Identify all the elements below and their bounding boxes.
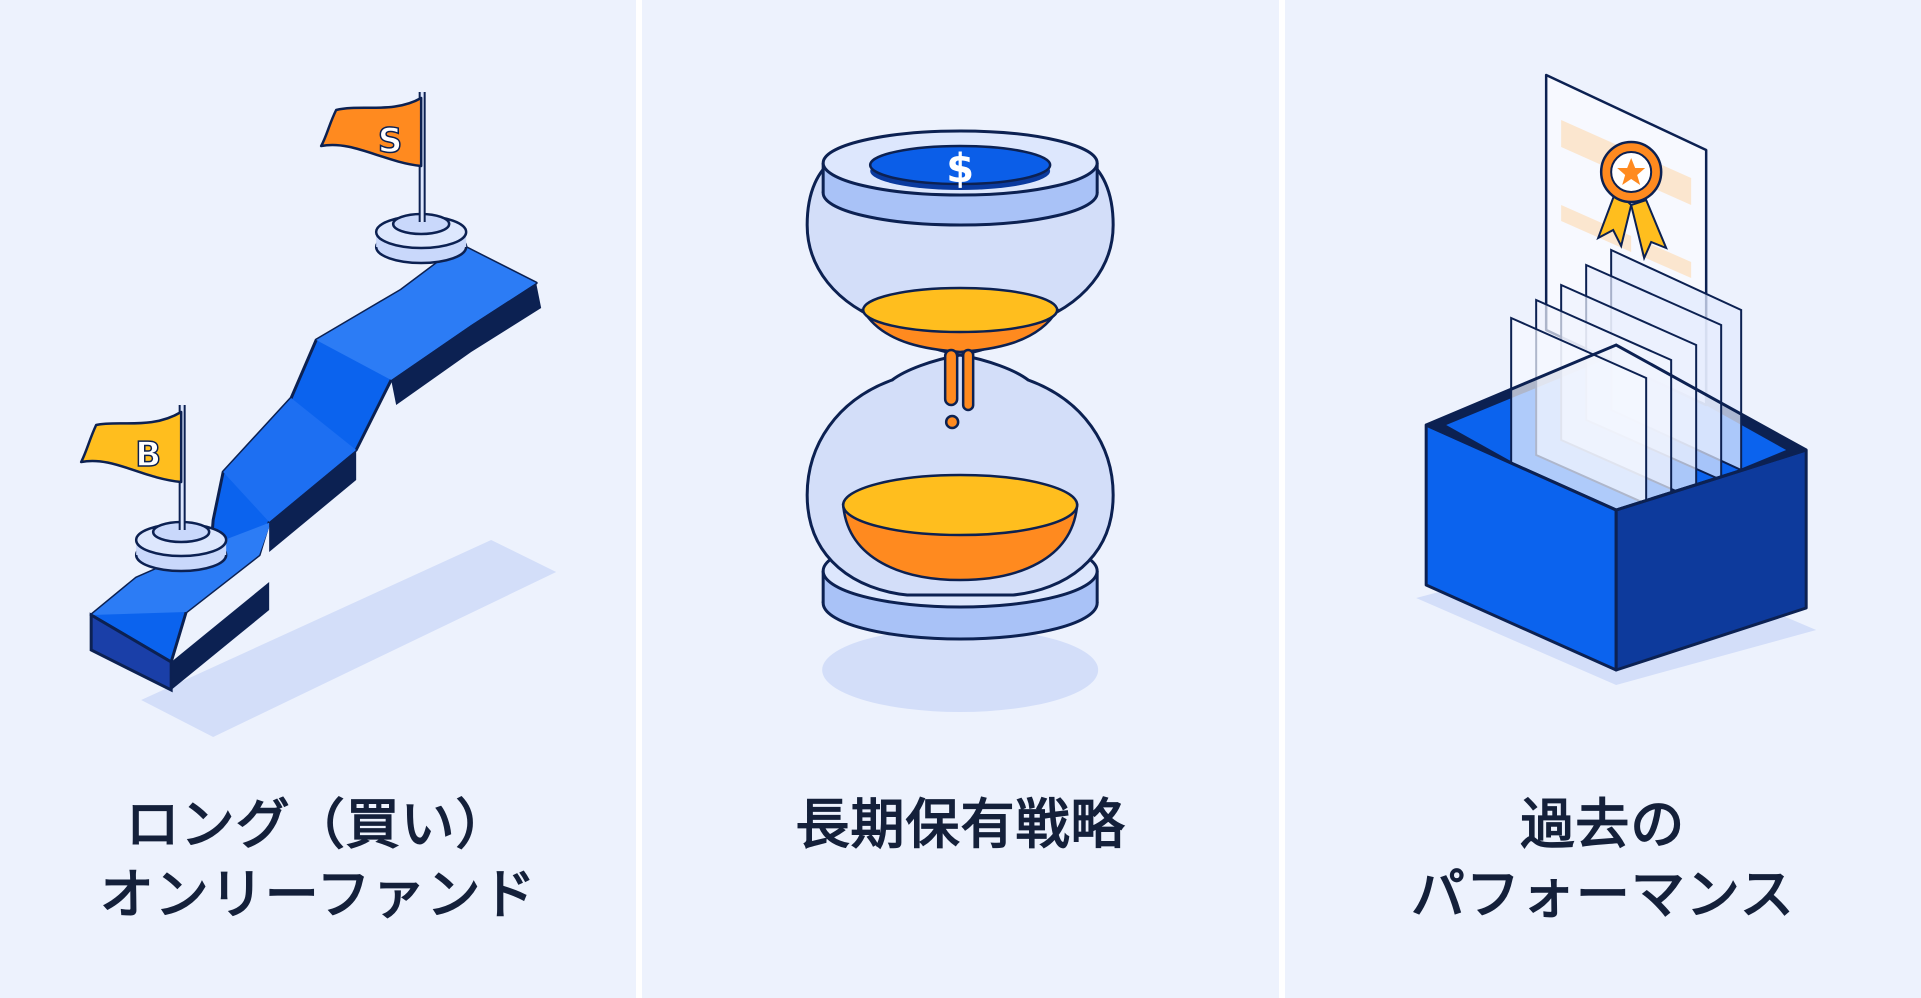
hourglass-icon: $ (805, 129, 1115, 712)
panel-long-term-strategy: $ 長期保有戦略 (642, 0, 1279, 998)
caption-line: オンリーファンド (99, 863, 537, 926)
caption-line: 過去の (1520, 793, 1686, 856)
flag-b-letter: B (135, 435, 161, 475)
caption-past-performance: 過去の パフォーマンス (1285, 790, 1921, 930)
panel-past-performance: 過去の パフォーマンス (1284, 0, 1921, 998)
caption-line: 長期保有戦略 (795, 793, 1126, 856)
caption-long-term-strategy: 長期保有戦略 (642, 790, 1278, 860)
certificate-box-icon (1415, 73, 1816, 685)
panel-long-only-fund: B S ロング（買い） オンリーファンド (0, 0, 637, 998)
caption-line: ロング（買い） (125, 793, 511, 856)
dollar-coin-icon: $ (869, 144, 1052, 192)
caption-line: パフォーマンス (1410, 863, 1795, 926)
coin-symbol: $ (947, 146, 975, 192)
flag-b-icon: B (79, 405, 186, 530)
flag-s-icon: S (319, 92, 426, 222)
stair-steps-icon: B S (79, 92, 557, 737)
caption-long-only-fund: ロング（買い） オンリーファンド (0, 790, 636, 930)
flag-s-letter: S (378, 121, 403, 161)
